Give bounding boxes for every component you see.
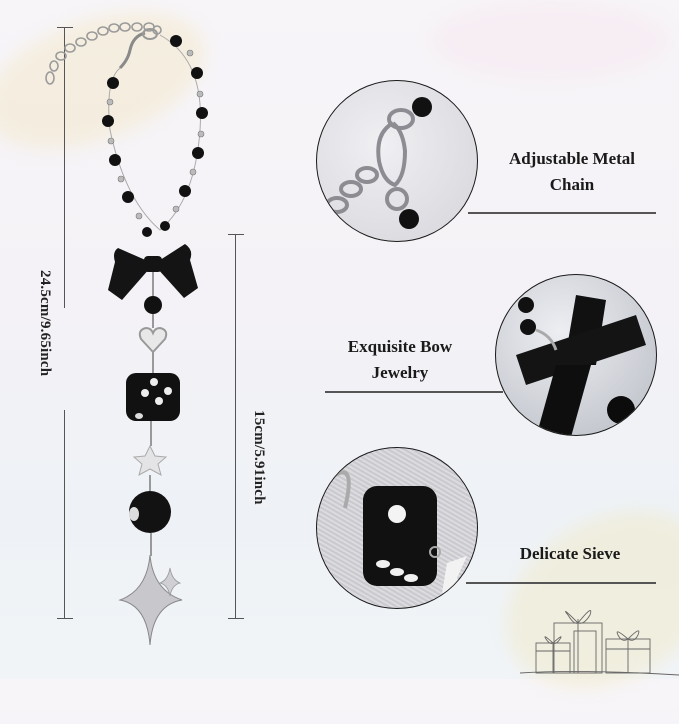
pendant-length-cap-bottom xyxy=(228,618,244,619)
pink-wash xyxy=(430,0,670,80)
clasp-closeup-image xyxy=(316,80,478,242)
pendant-length-label: 15cm/5.91inch xyxy=(250,408,267,507)
feature-divider-3 xyxy=(466,582,656,584)
eight-ball-icon xyxy=(129,491,171,533)
total-length-label: 24.5cm/9.65inch xyxy=(37,270,53,377)
feature-divider-2 xyxy=(325,391,503,393)
feature-label-adjustable-chain: Adjustable Metal Chain xyxy=(508,149,636,194)
extender-chain-icon xyxy=(45,22,162,85)
total-length-line xyxy=(64,27,65,308)
total-length-line-lower xyxy=(64,410,65,618)
feature-label-delicate-sieve: Delicate Sieve xyxy=(519,544,621,563)
dice-closeup-image xyxy=(316,447,478,609)
feature-divider-1 xyxy=(468,212,656,214)
gift-boxes-icon xyxy=(520,610,679,676)
total-length-cap-top xyxy=(57,27,73,28)
dice-icon xyxy=(126,373,180,421)
white-star-icon xyxy=(132,444,168,477)
total-length-cap-bottom xyxy=(57,618,73,619)
pendant-length-cap-top xyxy=(228,234,244,235)
product-illustration xyxy=(45,22,208,646)
bow-icon xyxy=(108,244,198,300)
feature-label-exquisite-bow: Exquisite Bow Jewelry xyxy=(347,337,453,382)
bow-closeup-image xyxy=(495,274,657,436)
clasp-icon xyxy=(325,97,432,229)
pendant-length-line xyxy=(235,234,236,618)
bow-closeup-icon xyxy=(516,295,646,435)
silver-sparkle-icon xyxy=(118,554,183,646)
dice-closeup-icon xyxy=(329,470,467,598)
